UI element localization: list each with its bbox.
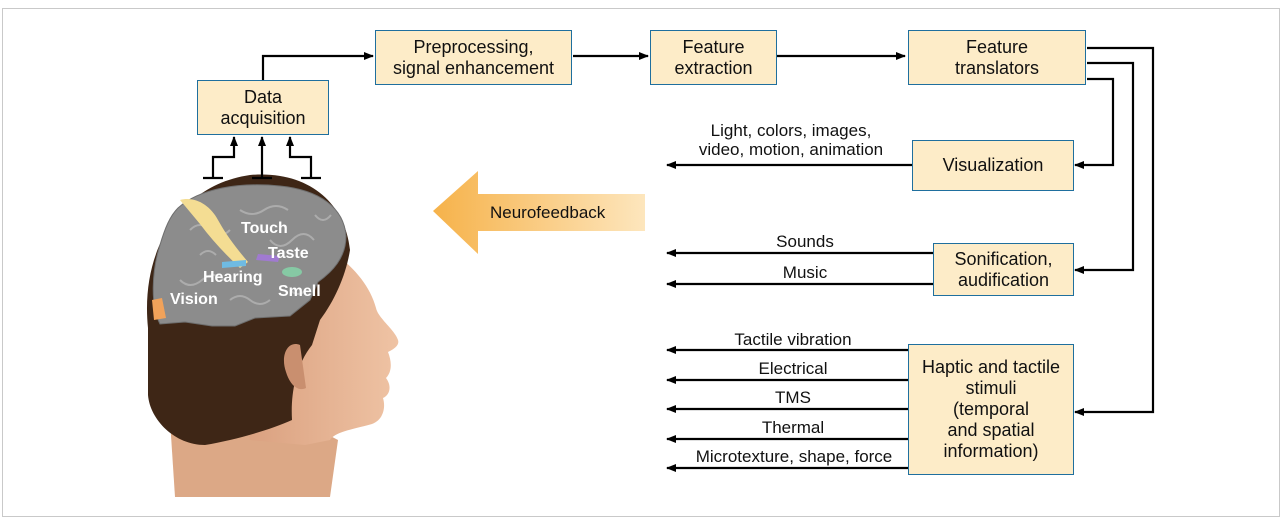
visual-outputs-label: Light, colors, images, video, motion, an… bbox=[698, 121, 884, 159]
vision-label: Vision bbox=[170, 291, 218, 308]
connectors bbox=[211, 46, 1155, 472]
touch-label: Touch bbox=[241, 220, 288, 237]
neurofeedback-arrow bbox=[433, 171, 645, 254]
sonification-box: Sonification, audification bbox=[933, 243, 1074, 296]
vision-region bbox=[152, 298, 166, 320]
taste-region bbox=[256, 254, 280, 262]
neurofeedback-label: Neurofeedback bbox=[490, 203, 606, 222]
tactile-vibration-label: Tactile vibration bbox=[734, 330, 852, 349]
data-acquisition-box: Data acquisition bbox=[197, 80, 329, 135]
sounds-label: Sounds bbox=[776, 232, 834, 251]
music-label: Music bbox=[782, 263, 828, 282]
electrical-label: Electrical bbox=[758, 359, 828, 378]
smell-region bbox=[282, 267, 302, 277]
preprocessing-box: Preprocessing, signal enhancement bbox=[375, 30, 572, 85]
haptic-box: Haptic and tactile stimuli (temporal and… bbox=[908, 344, 1074, 475]
touch-region bbox=[180, 199, 248, 268]
visualization-box: Visualization bbox=[912, 140, 1074, 191]
head-illustration bbox=[146, 174, 399, 497]
thermal-label: Thermal bbox=[761, 418, 825, 437]
figure-frame bbox=[2, 8, 1280, 517]
feature-translators-box: Feature translators bbox=[908, 30, 1086, 85]
hearing-region bbox=[222, 260, 246, 268]
taste-label: Taste bbox=[268, 245, 309, 262]
smell-label: Smell bbox=[278, 283, 321, 300]
ear bbox=[283, 344, 306, 390]
hearing-label: Hearing bbox=[203, 269, 263, 286]
feature-extraction-box: Feature extraction bbox=[650, 30, 777, 85]
tms-label: TMS bbox=[775, 388, 811, 407]
microtexture-label: Microtexture, shape, force bbox=[695, 447, 893, 466]
